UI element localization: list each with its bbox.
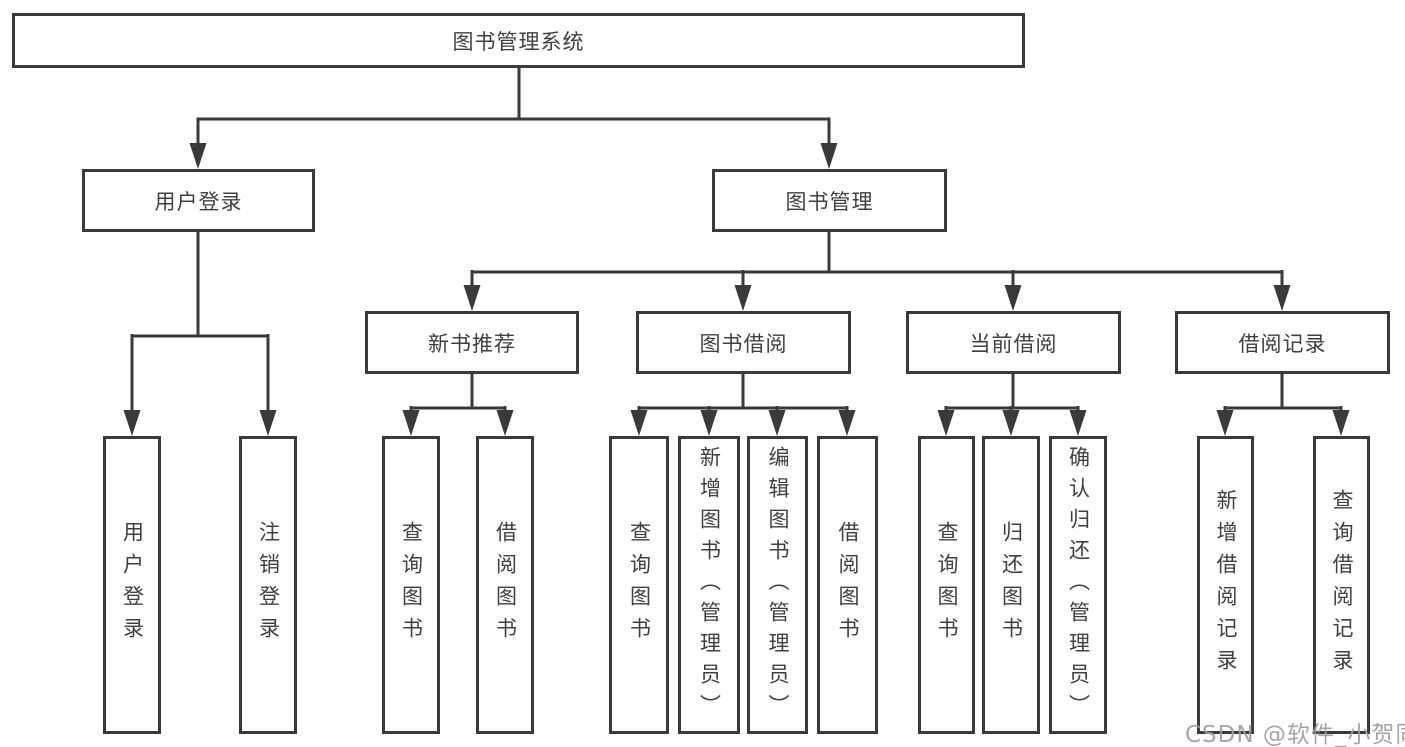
node-leaf-label: 借阅图书 <box>836 521 861 649</box>
node-leaf-label: 编辑图书（管理员） <box>766 445 791 725</box>
node-leaf-newbooks-query: 查询图书 <box>382 436 440 734</box>
node-book-mgmt-label: 图书管理 <box>785 189 874 214</box>
node-leaf-label: 归还图书 <box>999 521 1024 649</box>
node-leaf-borrow-edit: 编辑图书（管理员） <box>747 436 808 734</box>
node-leaf-records-query: 查询借阅记录 <box>1313 436 1370 734</box>
node-user-login-label: 用户登录 <box>154 189 243 214</box>
node-user-login: 用户登录 <box>82 169 315 232</box>
node-leaf-label: 用户登录 <box>120 521 145 649</box>
node-leaf-borrow-borrow: 借阅图书 <box>817 436 878 734</box>
node-leaf-newbooks-borrow: 借阅图书 <box>476 436 534 734</box>
node-leaf-label: 新增图书（管理员） <box>697 445 722 725</box>
node-book-mgmt: 图书管理 <box>712 169 947 232</box>
node-leaf-label: 借阅图书 <box>493 521 518 649</box>
node-new-books: 新书推荐 <box>365 311 579 374</box>
node-current-borrow-label: 当前借阅 <box>969 331 1058 356</box>
node-leaf-current-return: 归还图书 <box>982 436 1040 734</box>
node-leaf-label: 查询借阅记录 <box>1330 489 1355 681</box>
node-leaf-borrow-add: 新增图书（管理员） <box>678 436 740 734</box>
node-leaf-current-confirm: 确认归还（管理员） <box>1049 436 1107 734</box>
watermark: CSDN @软件_小贺同学 <box>1185 722 1405 747</box>
node-root: 图书管理系统 <box>12 13 1025 68</box>
node-leaf-label: 查询图书 <box>399 521 424 649</box>
node-book-borrow-label: 图书借阅 <box>699 331 788 356</box>
node-current-borrow: 当前借阅 <box>906 311 1121 374</box>
node-new-books-label: 新书推荐 <box>428 331 516 356</box>
node-leaf-logout: 注销登录 <box>239 436 297 734</box>
node-leaf-label: 注销登录 <box>256 521 281 649</box>
node-leaf-label: 查询图书 <box>627 521 652 649</box>
node-borrow-records: 借阅记录 <box>1175 311 1390 374</box>
node-leaf-borrow-query: 查询图书 <box>609 436 669 734</box>
node-leaf-label: 确认归还（管理员） <box>1066 445 1091 725</box>
node-leaf-user-login: 用户登录 <box>103 436 161 734</box>
node-leaf-label: 新增借阅记录 <box>1214 489 1239 681</box>
node-root-label: 图书管理系统 <box>452 29 585 54</box>
node-leaf-current-query: 查询图书 <box>918 436 975 734</box>
node-leaf-label: 查询图书 <box>935 521 960 649</box>
node-borrow-records-label: 借阅记录 <box>1238 331 1327 356</box>
node-book-borrow: 图书借阅 <box>636 311 851 374</box>
node-leaf-records-add: 新增借阅记录 <box>1197 436 1254 734</box>
